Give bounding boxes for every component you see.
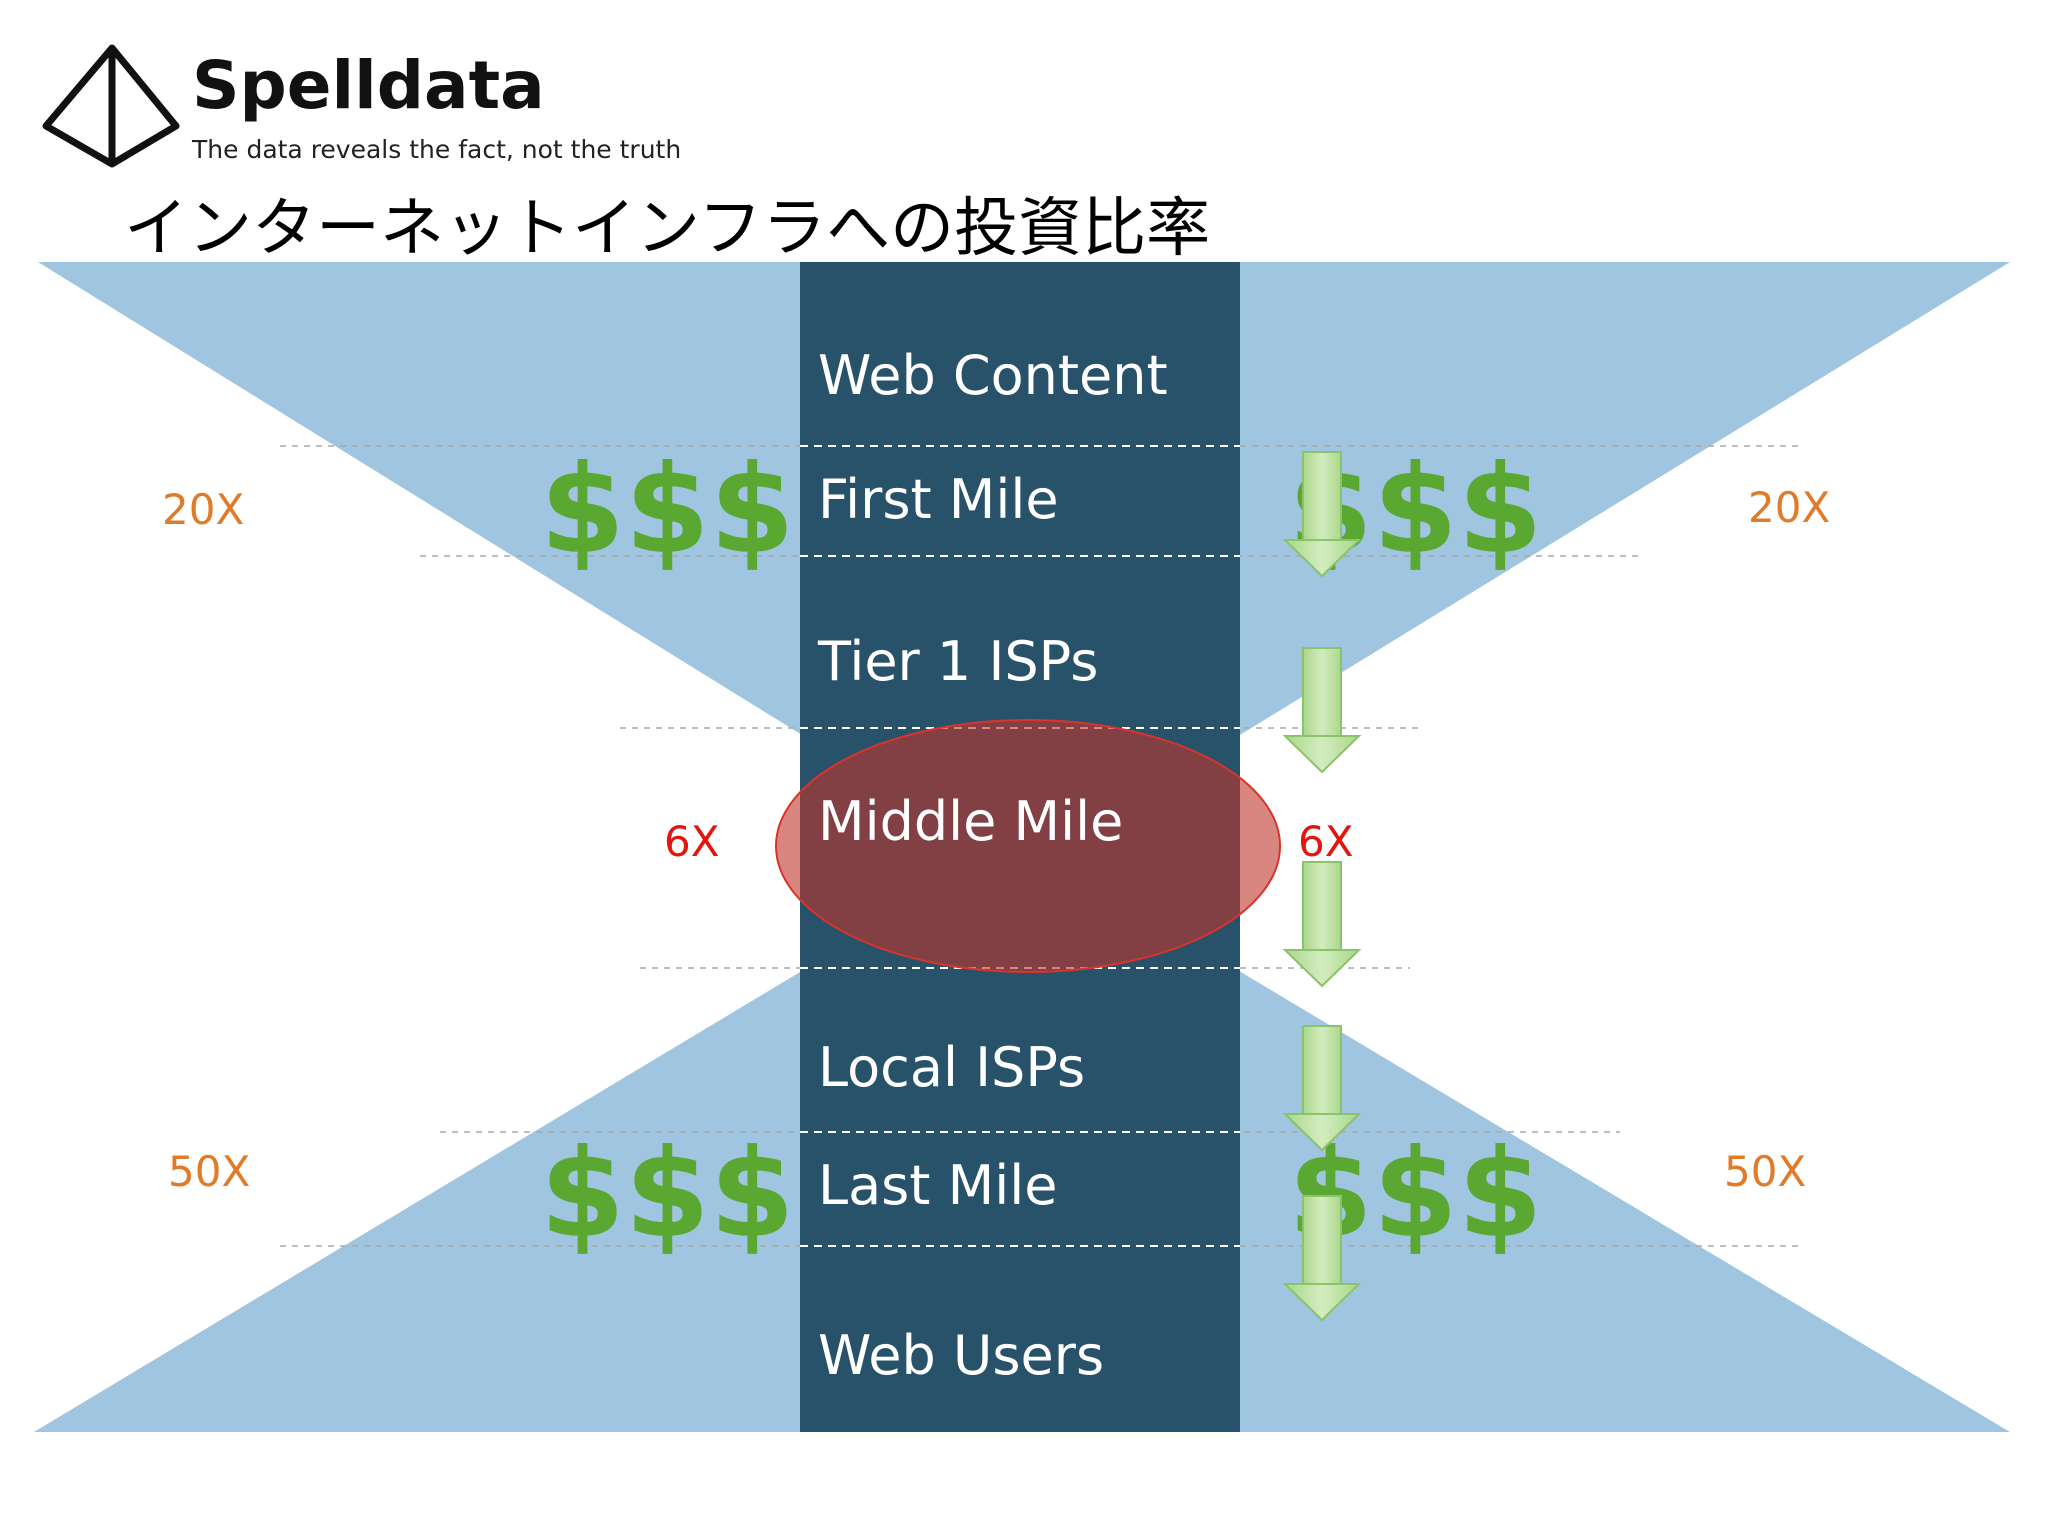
dollar-sign-icon: $$$ xyxy=(540,1123,795,1265)
middle-mile-highlight xyxy=(775,719,1281,973)
layer-web-content: Web Content xyxy=(818,344,1168,407)
layer-local-isps: Local ISPs xyxy=(818,1036,1085,1099)
slide-title: インターネットインフラへの投資比率 xyxy=(124,192,1210,266)
brand-name: Spelldata xyxy=(192,47,545,124)
layer-web-users: Web Users xyxy=(818,1324,1104,1387)
logo-diamond-icon xyxy=(42,44,180,168)
layer-first-mile: First Mile xyxy=(818,468,1059,531)
brand-tagline: The data reveals the fact, not the truth xyxy=(191,135,681,164)
logo: Spelldata The data reveals the fact, not… xyxy=(42,44,681,168)
multiplier-top-left: 20X xyxy=(162,485,244,534)
multiplier-top-right: 20X xyxy=(1748,483,1830,532)
layer-last-mile: Last Mile xyxy=(818,1154,1057,1217)
down-arrow-icon xyxy=(1284,861,1360,987)
column-separators xyxy=(800,445,1240,1247)
multiplier-bottom-right: 50X xyxy=(1724,1147,1806,1196)
multiplier-bottom-left: 50X xyxy=(168,1147,250,1196)
multiplier-middle-right: 6X xyxy=(1298,817,1354,866)
layer-middle-mile: Middle Mile xyxy=(818,790,1123,853)
multiplier-middle-left: 6X xyxy=(664,817,720,866)
dollar-sign-icon: $$$ xyxy=(540,439,795,581)
layer-tier1-isps: Tier 1 ISPs xyxy=(817,630,1098,693)
